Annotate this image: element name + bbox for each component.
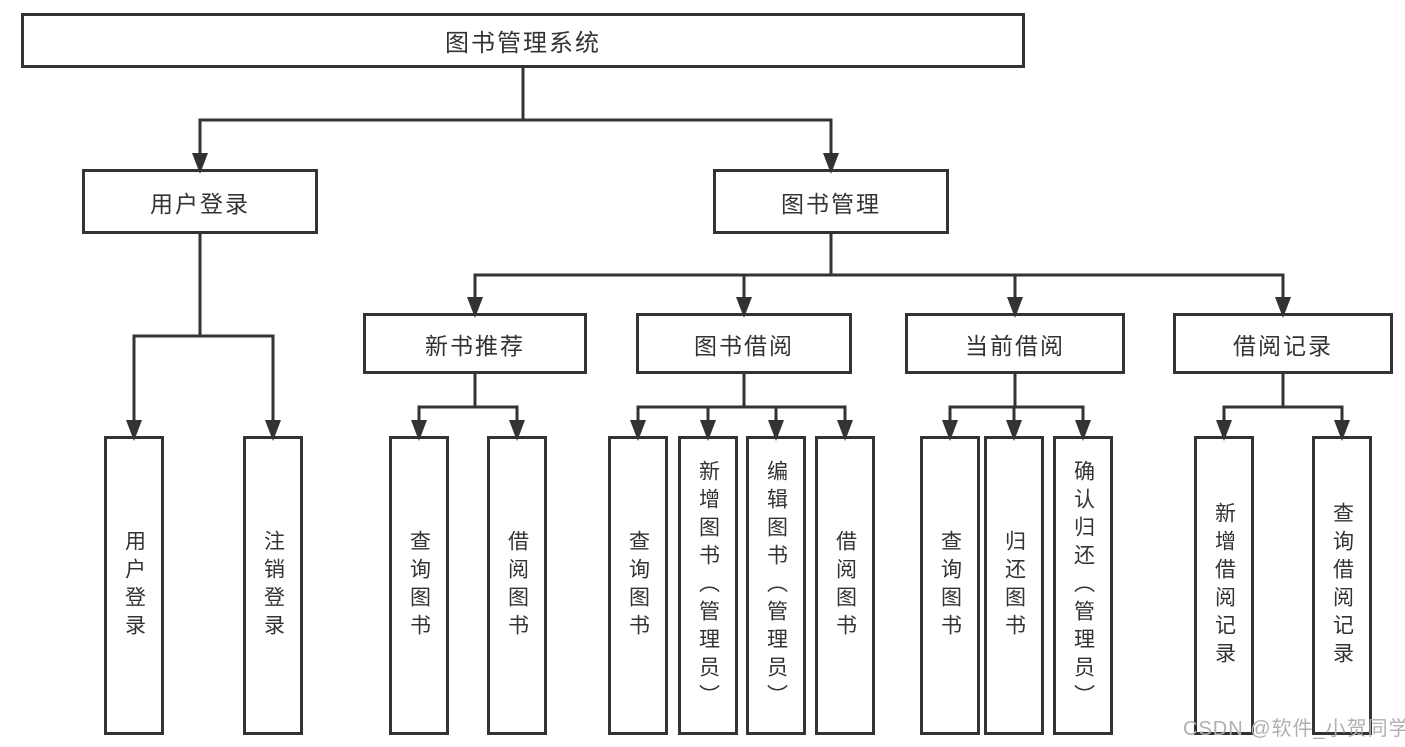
node-book-borrow: 图书借阅 xyxy=(636,313,852,374)
leaf-borrow-books-recommend: 借阅图书 xyxy=(487,436,547,735)
leaf-edit-books-admin: 编辑图书（管理员） xyxy=(746,436,806,735)
connector-book-borrow xyxy=(636,372,847,424)
leaf-query-borrow-record: 查询借阅记录 xyxy=(1312,436,1372,735)
connector-new-book xyxy=(417,372,519,424)
connector-user-login xyxy=(132,232,275,424)
leaf-add-books-admin: 新增图书（管理员） xyxy=(678,436,738,735)
leaf-query-books-borrow: 查询图书 xyxy=(608,436,668,735)
node-book-management: 图书管理 xyxy=(713,169,949,234)
leaf-logout: 注销登录 xyxy=(243,436,303,735)
leaf-query-books-current: 查询图书 xyxy=(920,436,980,735)
node-current-borrow: 当前借阅 xyxy=(905,313,1125,374)
leaf-return-books: 归还图书 xyxy=(984,436,1044,735)
node-borrow-records: 借阅记录 xyxy=(1173,313,1393,374)
connector-current-borrow xyxy=(948,372,1085,424)
node-user-login: 用户登录 xyxy=(82,169,318,234)
node-new-book-recommend: 新书推荐 xyxy=(363,313,587,374)
csdn-watermark: CSDN @软件_小贺同学 xyxy=(1183,718,1405,740)
node-root-library-system: 图书管理系统 xyxy=(21,13,1025,68)
leaf-confirm-return-admin: 确认归还（管理员） xyxy=(1053,436,1113,735)
leaf-borrow-books: 借阅图书 xyxy=(815,436,875,735)
leaf-user-login: 用户登录 xyxy=(104,436,164,735)
connector-borrow-records xyxy=(1222,372,1344,424)
connector-book-management xyxy=(473,232,1285,301)
connector-root xyxy=(198,66,833,157)
leaf-add-borrow-record: 新增借阅记录 xyxy=(1194,436,1254,735)
leaf-query-books-recommend: 查询图书 xyxy=(389,436,449,735)
